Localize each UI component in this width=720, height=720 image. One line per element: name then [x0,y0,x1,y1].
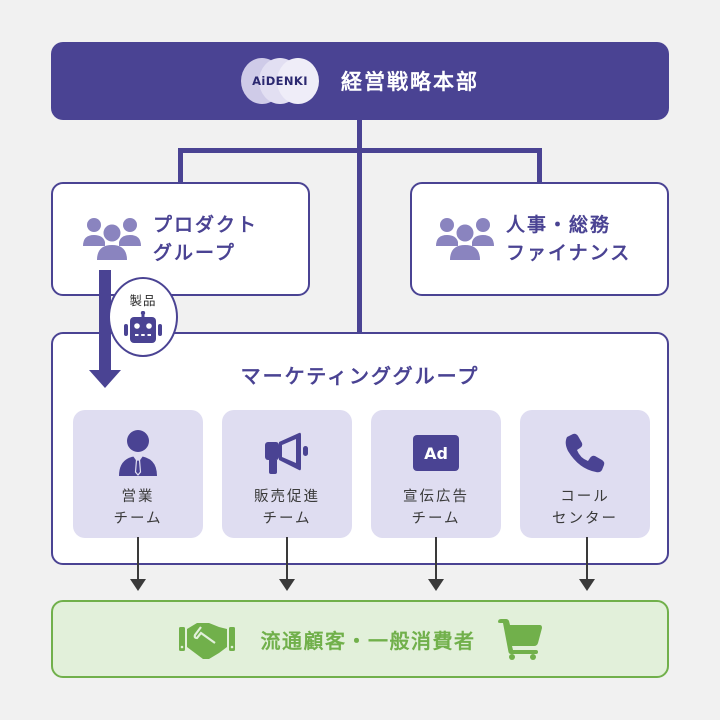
arrow-advertising-shaft [435,537,437,579]
phone-icon [565,433,605,473]
logo-text: AiDENKI [252,74,308,88]
cart-icon [497,619,542,660]
team-call-center: コール センター [520,410,650,538]
connector-branch-left [178,148,183,184]
product-group-title-line2: グループ [153,242,236,264]
admin-group-title-line2: ファイナンス [506,242,632,264]
product-group-box: プロダクト グループ [51,182,310,296]
team-sales-line1: 営業 [121,489,155,505]
connector-branch-horizontal [178,148,542,153]
headquarters-title: 経営戦略本部 [341,70,479,94]
product-label: 製品 [129,293,157,308]
people-group-icon [83,218,141,260]
team-advertising: Ad 宣伝広告 チーム [371,410,501,538]
headquarters-box: AiDENKI 経営戦略本部 [51,42,669,120]
arrow-call-center-head [579,579,595,591]
team-advertising-line1: 宣伝広告 [403,489,469,505]
customers-box: 流通顧客・一般消費者 [51,600,669,678]
connector-hq-trunk [357,118,362,334]
team-call-center-line1: コール [560,489,610,505]
product-flow-arrowhead [89,370,121,388]
team-promotion-line2: チーム [262,511,312,527]
connector-branch-right [537,148,542,184]
arrow-sales-shaft [137,537,139,579]
arrow-promotion-head [279,579,295,591]
admin-group-title-line1: 人事・総務 [506,214,612,236]
robot-icon [124,311,162,343]
ad-icon-text: Ad [424,443,448,463]
arrow-advertising-head [428,579,444,591]
arrow-call-center-shaft [586,537,588,579]
megaphone-icon [265,432,308,474]
team-advertising-line2: チーム [411,511,461,527]
team-promotion-line1: 販売促進 [254,489,320,505]
team-call-center-line2: センター [552,511,618,527]
arrow-promotion-shaft [286,537,288,579]
team-sales-line2: チーム [113,511,163,527]
admin-group-box: 人事・総務 ファイナンス [410,182,669,296]
arrow-sales-head [130,579,146,591]
businessperson-icon [119,430,157,476]
team-sales: 営業 チーム [73,410,203,538]
team-promotion: 販売促進 チーム [222,410,352,538]
marketing-group-title: マーケティンググループ [240,364,480,388]
product-bubble: 製品 [108,277,178,357]
ad-icon: Ad [413,435,459,471]
company-logo: AiDENKI [241,58,319,104]
handshake-icon [178,623,235,659]
people-group-icon [436,218,494,260]
product-flow-arrow-shaft [99,270,111,372]
product-group-title-line1: プロダクト [153,214,259,236]
customers-title: 流通顧客・一般消費者 [260,628,476,653]
